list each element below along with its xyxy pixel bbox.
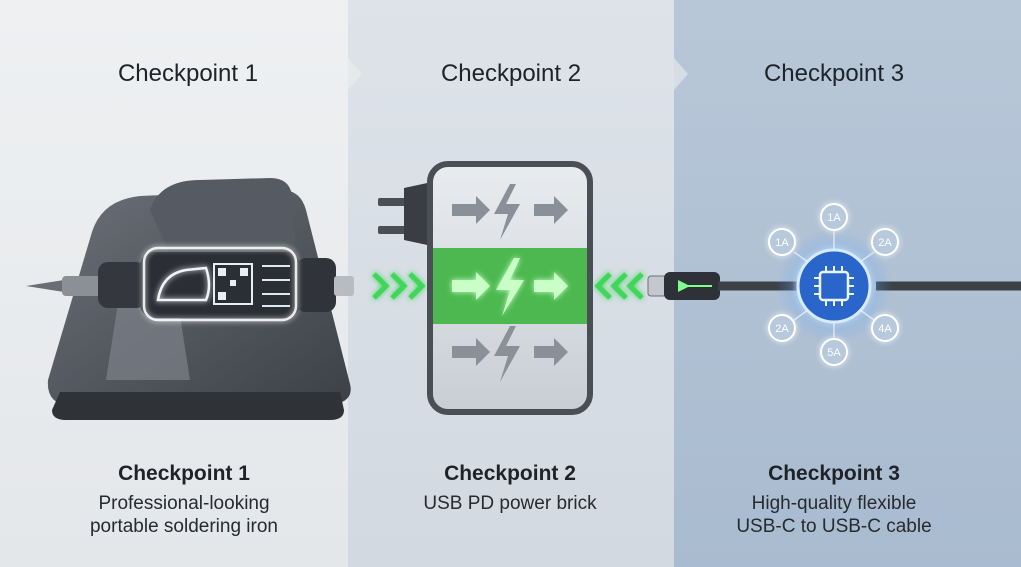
caption-line: portable soldering iron <box>89 516 278 537</box>
heading-checkpoint-2: Checkpoint 2 <box>440 60 582 87</box>
caption-checkpoint-2: Checkpoint 2 USB PD power brick <box>340 462 680 515</box>
heading-checkpoint-1: Checkpoint 1 <box>117 60 259 87</box>
rating-label: 1A <box>775 237 789 249</box>
caption-title: Checkpoint 3 <box>768 462 900 485</box>
soldering-iron <box>26 246 354 322</box>
caption-line: Professional-looking <box>98 493 270 514</box>
e-marker-chip <box>776 228 892 344</box>
rating-label: 2A <box>775 323 789 335</box>
flow-chevrons-right <box>372 272 426 300</box>
rating-badge: 1A <box>820 203 848 231</box>
rating-badge: 2A <box>871 228 899 256</box>
heading-checkpoint-3: Checkpoint 3 <box>763 60 905 87</box>
current-rating-badges: 1A 2A 4A 5A 2A 1A <box>768 203 899 366</box>
caption-line: USB-C to USB-C cable <box>736 516 932 537</box>
caption-checkpoint-3: Checkpoint 3 High-quality flexible USB-C… <box>664 462 1004 538</box>
rating-label: 5A <box>827 347 841 359</box>
rating-label: 2A <box>878 237 892 249</box>
rating-badge: 4A <box>871 314 899 342</box>
panel-divider-chevron <box>348 58 362 90</box>
caption-title: Checkpoint 2 <box>444 462 576 485</box>
caption-line: USB PD power brick <box>423 493 597 514</box>
rating-badge: 1A <box>768 228 796 256</box>
power-brick <box>378 161 593 415</box>
panel-divider-chevron <box>674 58 688 90</box>
rating-label: 1A <box>827 212 841 224</box>
rating-label: 4A <box>878 323 892 335</box>
flow-chevrons-left <box>594 272 644 300</box>
caption-line: High-quality flexible <box>751 493 917 514</box>
rating-badge: 2A <box>768 314 796 342</box>
caption-title: Checkpoint 1 <box>118 462 250 485</box>
rating-badge: 5A <box>820 338 848 366</box>
caption-checkpoint-1: Checkpoint 1 Professional-looking portab… <box>14 462 354 538</box>
